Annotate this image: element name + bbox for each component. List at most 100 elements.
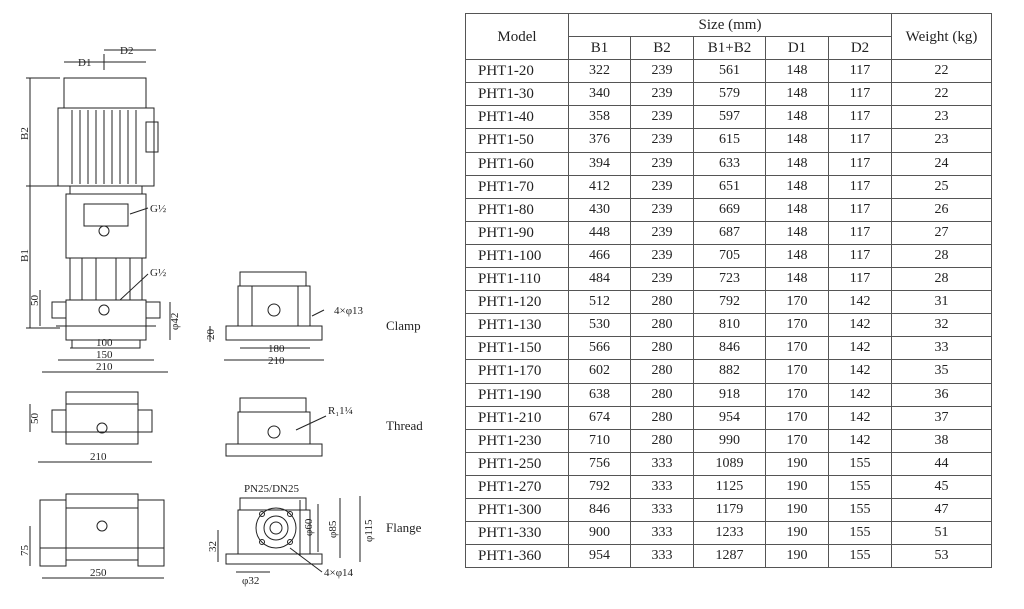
b1-cell: 394	[568, 151, 631, 176]
d2-cell: 142	[828, 428, 892, 453]
d1-cell: 170	[765, 405, 829, 430]
d2-cell: 155	[828, 521, 892, 546]
b1-b2-cell: 723	[693, 267, 766, 292]
weight-cell: 27	[891, 220, 992, 245]
d1-cell: 170	[765, 428, 829, 453]
clamp-w180-label: 180	[268, 343, 285, 355]
b1-cell: 448	[568, 220, 631, 245]
model-cell: PHT1-60	[465, 151, 569, 176]
b2-cell: 239	[630, 59, 694, 84]
b2-cell: 239	[630, 151, 694, 176]
model-cell: PHT1-300	[465, 497, 569, 523]
weight-cell: 25	[891, 174, 992, 199]
b2-cell: 280	[630, 405, 694, 430]
pump-spec-table: Model Size (mm) Weight (kg) B1 B2 B1+B2 …	[465, 12, 992, 569]
flange-front-drawing	[217, 496, 361, 573]
b1-b2-cell: 1179	[693, 497, 766, 523]
d1-cell: 170	[765, 359, 829, 384]
flange-pn-label: PN25/DN25	[244, 483, 300, 495]
b2-cell: 333	[630, 544, 694, 569]
b2-cell: 333	[630, 521, 694, 546]
b1-cell: 466	[568, 243, 631, 269]
g-top-label: G½	[150, 203, 166, 215]
d1-label: D1	[78, 57, 91, 69]
model-header: Model	[465, 12, 569, 61]
clamp-h20-label: 20	[205, 329, 217, 341]
b1-b2-cell: 597	[693, 105, 766, 130]
clamp-variant-drawing	[209, 271, 325, 361]
b1-cell: 756	[568, 451, 631, 476]
size-header: Size (mm)	[568, 12, 892, 38]
d2-cell: 117	[828, 220, 892, 245]
b1-cell: 484	[568, 267, 631, 292]
flange-phi14-label: 4×φ14	[324, 567, 354, 579]
weight-cell: 45	[891, 474, 992, 499]
b1-cell: 340	[568, 82, 631, 107]
weight-header: Weight (kg)	[891, 12, 992, 61]
weight-cell: 22	[891, 82, 992, 107]
model-cell: PHT1-270	[465, 474, 569, 499]
b1-b2-cell: 954	[693, 405, 766, 430]
thread-r-label: R₁1¼	[328, 405, 353, 417]
b1-b2-cell: 792	[693, 290, 766, 315]
b1-b2-cell: 687	[693, 220, 766, 245]
weight-cell: 22	[891, 59, 992, 84]
d2-cell: 117	[828, 59, 892, 84]
b1-cell: 674	[568, 405, 631, 430]
weight-cell: 24	[891, 151, 992, 176]
w250-label: 250	[90, 567, 107, 579]
flange-caption: Flange	[386, 520, 422, 535]
d2-cell: 117	[828, 82, 892, 107]
phi85-label: φ85	[327, 520, 339, 538]
d2-cell: 142	[828, 290, 892, 315]
weight-cell: 53	[891, 544, 992, 569]
b1-b2-cell: 882	[693, 359, 766, 384]
h50-b-label: 50	[29, 413, 41, 425]
d1-cell: 170	[765, 382, 829, 407]
b1-cell: 710	[568, 428, 631, 453]
thread-caption: Thread	[386, 418, 423, 433]
model-cell: PHT1-250	[465, 451, 569, 476]
b1-cell: 792	[568, 474, 631, 499]
model-cell: PHT1-110	[465, 267, 569, 292]
d2-cell: 142	[828, 359, 892, 384]
h32-label: 32	[207, 541, 219, 552]
d2-cell: 155	[828, 497, 892, 523]
weight-cell: 38	[891, 428, 992, 453]
d2-cell: 142	[828, 313, 892, 338]
clamp-caption: Clamp	[386, 318, 421, 333]
b1-cell: 322	[568, 59, 631, 84]
w210-b-label: 210	[90, 451, 107, 463]
b1-cell: 512	[568, 290, 631, 315]
d1-cell: 148	[765, 82, 829, 107]
weight-cell: 31	[891, 290, 992, 315]
b2-cell: 280	[630, 290, 694, 315]
model-cell: PHT1-190	[465, 382, 569, 407]
thread-side-drawing	[29, 391, 153, 463]
b1-cell: 358	[568, 105, 631, 130]
b1-b2-cell: 810	[693, 313, 766, 338]
weight-cell: 47	[891, 497, 992, 523]
weight-cell: 28	[891, 267, 992, 292]
w150-label: 150	[96, 349, 113, 361]
b1-b2-cell: 579	[693, 82, 766, 107]
b1-b2-header: B1+B2	[693, 36, 766, 61]
g-bottom-label: G½	[150, 267, 166, 279]
d2-cell: 117	[828, 174, 892, 199]
b2-cell: 239	[630, 267, 694, 292]
d1-cell: 148	[765, 59, 829, 84]
